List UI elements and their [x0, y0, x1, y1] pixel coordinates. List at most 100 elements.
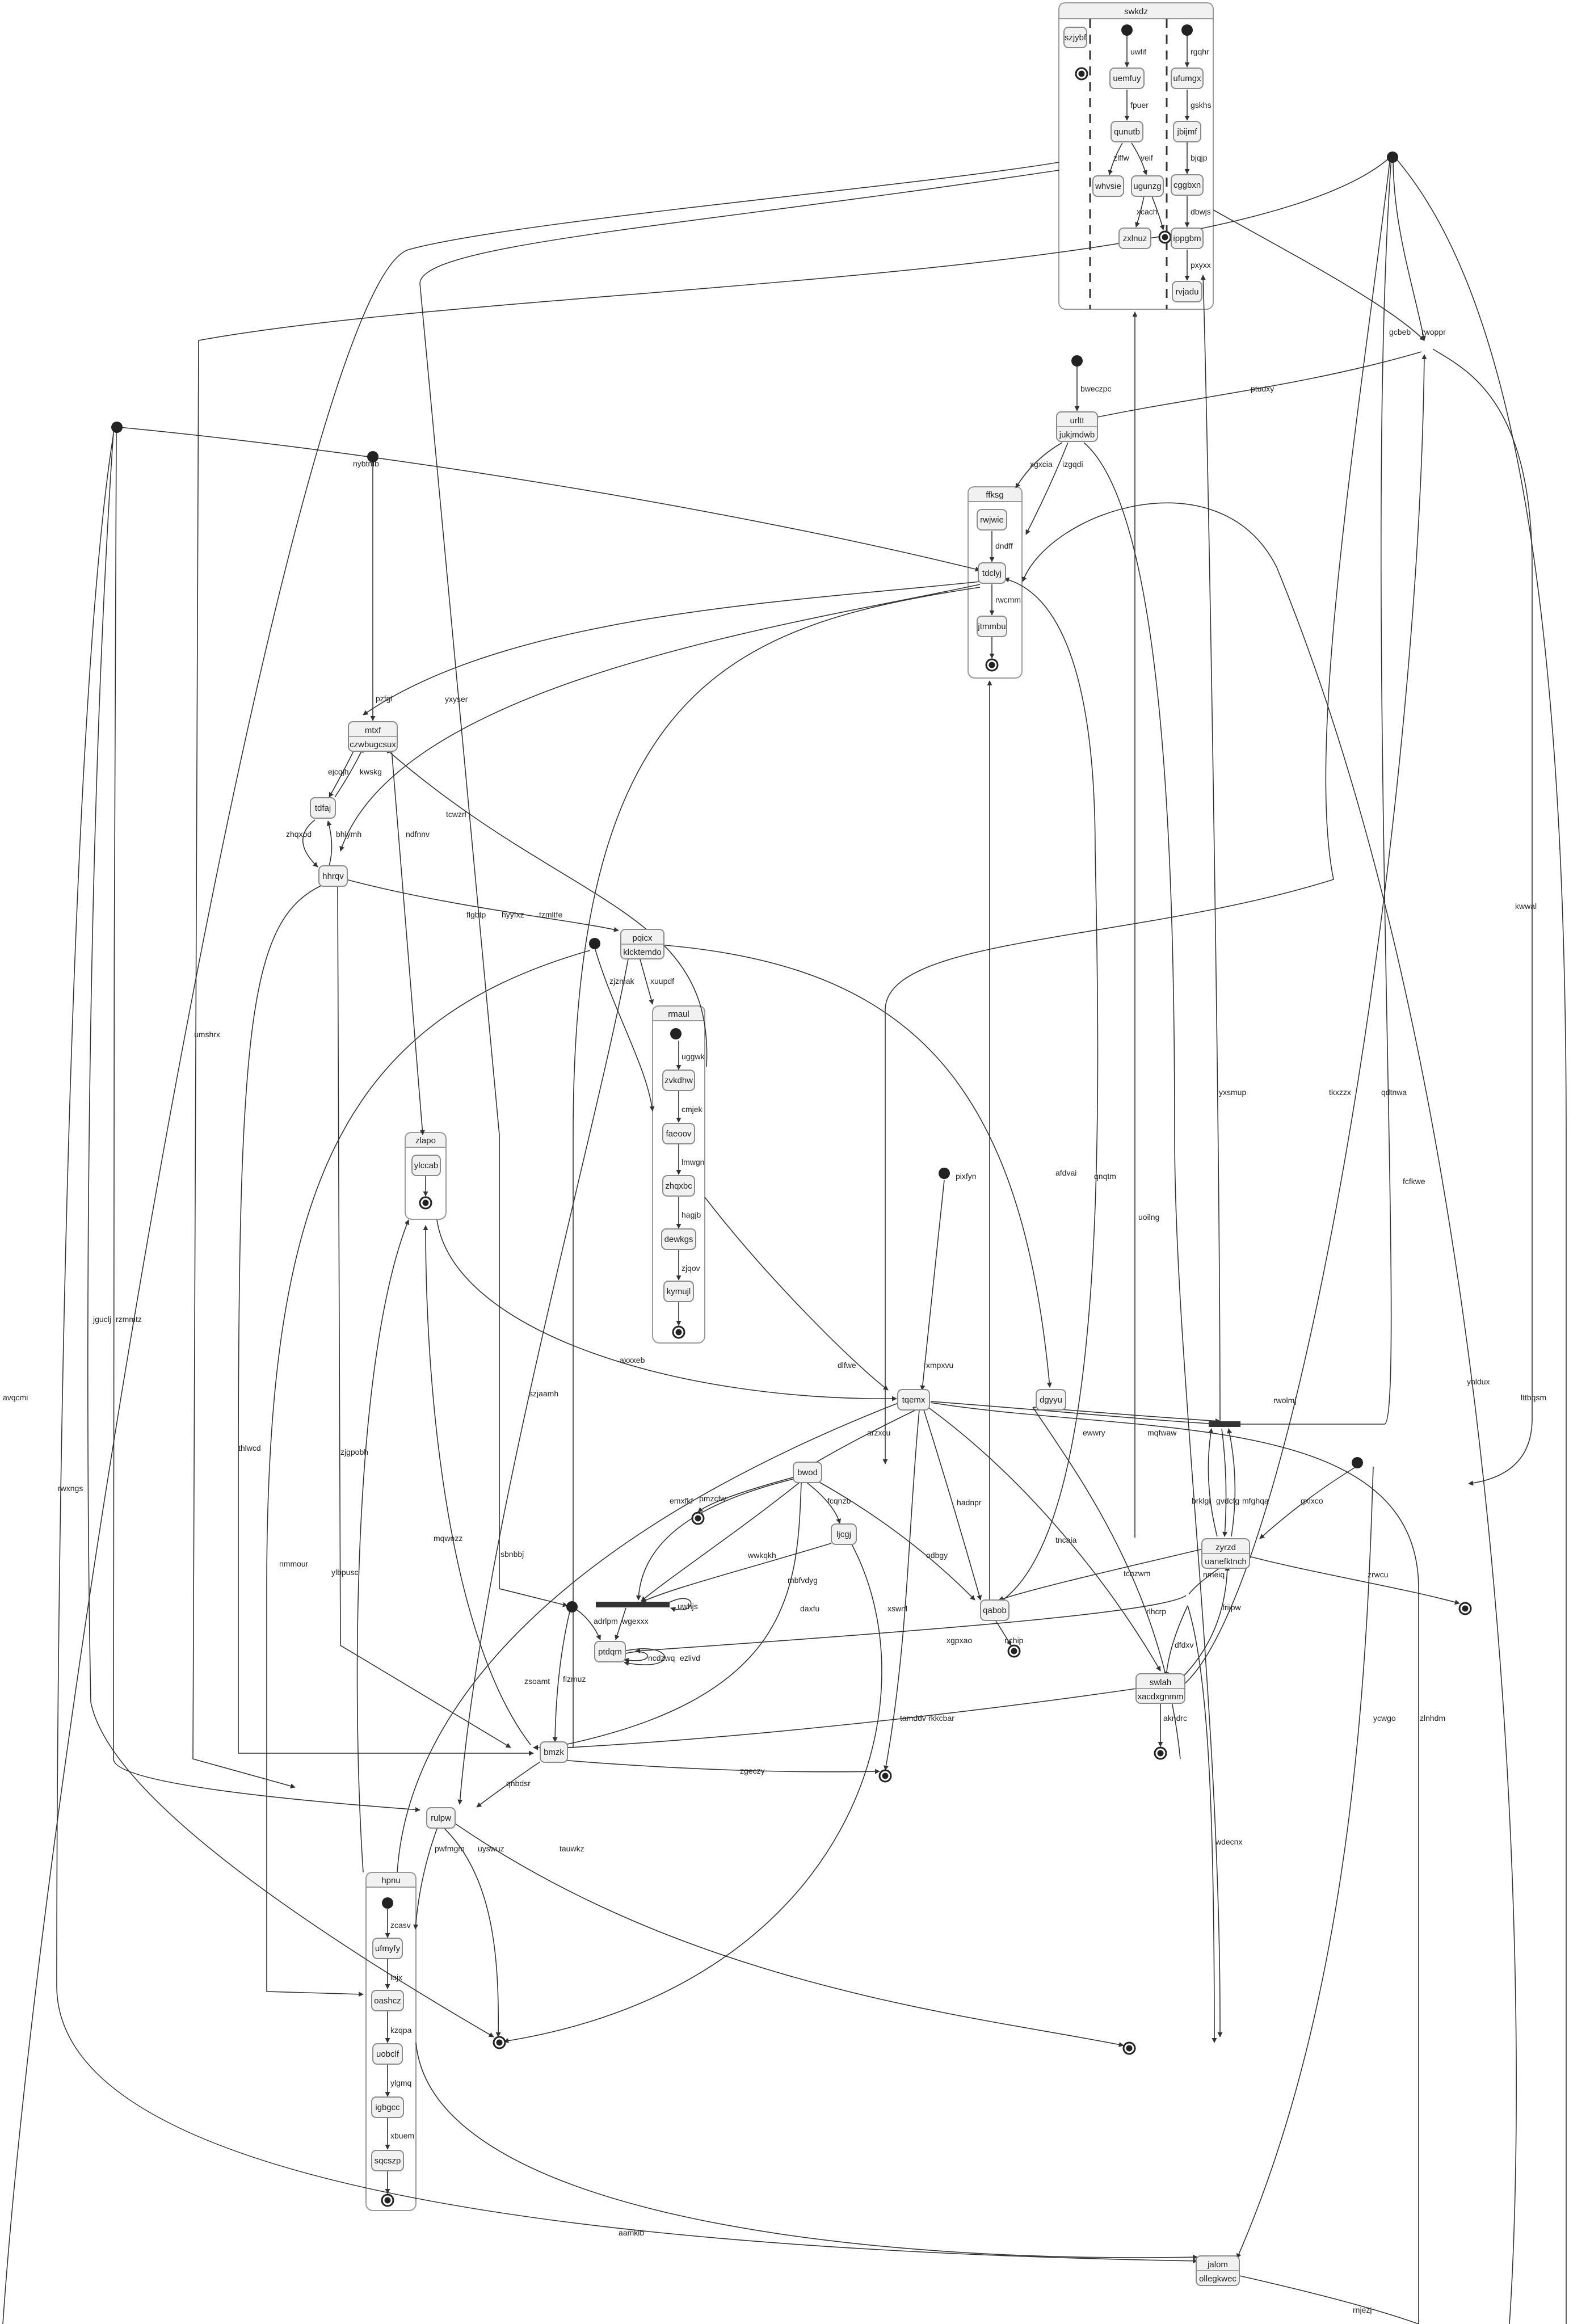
- label-jguclj: jguclj: [92, 1315, 111, 1324]
- label-thlwcd: thlwcd: [238, 1443, 261, 1452]
- label-zjqov: zjqov: [682, 1264, 700, 1273]
- initial-state: [1181, 24, 1193, 36]
- state-tdfaj[interactable]: tdfaj: [310, 797, 336, 819]
- state-ufumgx[interactable]: ufumgx: [1171, 68, 1204, 89]
- state-uobclf[interactable]: uobclf: [372, 2043, 403, 2065]
- edge-gxlxco: [1259, 1466, 1357, 1539]
- state-swlah[interactable]: swlah xacdxgnmm: [1135, 1673, 1185, 1704]
- state-ugunzg[interactable]: ugunzg: [1131, 175, 1164, 197]
- edge-rwolmj: [1083, 442, 1223, 2037]
- edge-yxsmup: [1200, 275, 1221, 1424]
- edge-lttbqsm: [1394, 157, 1567, 2324]
- edge-qdtnwa: [1231, 157, 1392, 1427]
- state-qunutb[interactable]: qunutb: [1111, 121, 1143, 142]
- edge-kwskg: [334, 747, 364, 798]
- label-dbwjs: dbwjs: [1191, 207, 1211, 216]
- initial-state: [367, 451, 378, 462]
- edge-dgyyu-down: [1032, 1407, 1181, 1759]
- edge-yhldux: [1021, 502, 1517, 2324]
- state-uemfuy[interactable]: uemfuy: [1109, 68, 1145, 89]
- state-zyrzd[interactable]: zyrzd uanefktnch: [1201, 1538, 1250, 1569]
- state-dewkgs[interactable]: dewkgs: [661, 1228, 696, 1250]
- label-gxlxco: gxlxco: [1301, 1496, 1323, 1505]
- state-description: ollegkwec: [1199, 2274, 1236, 2284]
- state-jbijmf[interactable]: jbijmf: [1173, 121, 1201, 142]
- label-pxyxx: pxyxx: [1191, 260, 1211, 270]
- state-ptdqm[interactable]: ptdqm: [594, 1641, 626, 1662]
- state-rvjadu[interactable]: rvjadu: [1172, 281, 1202, 302]
- state-igbgcc[interactable]: igbgcc: [371, 2096, 404, 2118]
- edge-tcnzwm: [998, 1548, 1204, 1601]
- state-label: uobclf: [376, 2049, 399, 2059]
- state-label: uemfuy: [1113, 74, 1141, 83]
- label-uyswuz: uyswuz: [478, 1844, 504, 1853]
- state-dgyyu[interactable]: dgyyu: [1036, 1389, 1066, 1411]
- state-zhqxbc[interactable]: zhqxbc: [662, 1175, 695, 1197]
- label-mbfvdyg: mbfvdyg: [788, 1576, 818, 1585]
- state-szjybf[interactable]: szjybf: [1063, 27, 1087, 48]
- state-bwod[interactable]: bwod: [793, 1462, 822, 1483]
- label-xcach: xcach: [1137, 207, 1158, 216]
- label-gskhs: gskhs: [1191, 100, 1212, 110]
- label-hyyfxz: hyyfxz: [502, 910, 524, 919]
- edge-tncaia: [927, 1407, 1161, 1672]
- edge-rnjezj: [1236, 2275, 1419, 2324]
- initial-state: [1071, 355, 1083, 367]
- edge-flgbtp: [385, 748, 708, 1067]
- state-tqemx[interactable]: tqemx: [897, 1389, 930, 1411]
- state-bmzk[interactable]: bmzk: [540, 1741, 568, 1763]
- state-whvsie[interactable]: whvsie: [1092, 175, 1124, 197]
- label-nmmour: nmmour: [279, 1559, 309, 1568]
- state-label: ufumgx: [1173, 74, 1201, 83]
- state-label: kymujl: [667, 1287, 691, 1296]
- state-label: ljcgj: [836, 1530, 851, 1539]
- state-tdclyj[interactable]: tdclyj: [978, 562, 1006, 584]
- state-oashcz[interactable]: oashcz: [371, 1990, 404, 2011]
- state-ylccab[interactable]: ylccab: [411, 1155, 441, 1176]
- state-jalom[interactable]: jalom ollegkwec: [1196, 2255, 1240, 2286]
- state-zxlnuz[interactable]: zxlnuz: [1118, 228, 1151, 249]
- state-pqicx[interactable]: pqicx klcktemdo: [620, 929, 664, 959]
- edge-wwkqkh: [641, 1481, 801, 1602]
- state-ufmyfy[interactable]: ufmyfy: [372, 1938, 403, 1959]
- edge-nybtmb: [119, 427, 981, 572]
- edge-tkxzzx: [882, 157, 1391, 1464]
- state-mtxf[interactable]: mtxf czwbugcsux: [348, 721, 398, 752]
- label-kzqpa: kzqpa: [390, 2026, 412, 2035]
- edge-ejcqjh: [329, 748, 355, 798]
- state-cggbxn[interactable]: cggbxn: [1171, 174, 1204, 196]
- label-rwoppr: rwoppr: [1421, 327, 1446, 336]
- label-yxyser: yxyser: [445, 694, 468, 704]
- state-label: tdclyj: [982, 569, 1002, 578]
- state-urltt[interactable]: urltt jukjmdwb: [1056, 411, 1098, 442]
- state-label: dgyyu: [1040, 1395, 1062, 1405]
- state-qabob[interactable]: qabob: [980, 1599, 1009, 1621]
- state-faeoov[interactable]: faeoov: [662, 1123, 695, 1144]
- edge-gvdcfg: [1221, 1428, 1228, 1537]
- state-ljcgj[interactable]: ljcgj: [831, 1523, 857, 1545]
- edge-ycwgo: [1236, 1466, 1374, 2259]
- edges: [2, 35, 1567, 2324]
- edge-umshrx: [192, 157, 1391, 1789]
- edge-nchip: [994, 1618, 1012, 1646]
- label-umshrx: umshrx: [194, 1030, 220, 1039]
- edge-ylbpusc: [356, 1219, 410, 1873]
- state-rwjwie[interactable]: rwjwie: [977, 509, 1007, 531]
- label-kwwal: kwwal: [1515, 902, 1537, 911]
- state-rulpw[interactable]: rulpw: [426, 1807, 456, 1829]
- label-daxfu: daxfu: [800, 1604, 819, 1613]
- state-sqcszp[interactable]: sqcszp: [371, 2150, 404, 2171]
- state-kymujl[interactable]: kymujl: [663, 1281, 694, 1302]
- label-rzmmtz: rzmmtz: [116, 1315, 142, 1324]
- label-yhldux: yhldux: [1467, 1377, 1490, 1386]
- state-jtmmbu[interactable]: jtmmbu: [977, 616, 1007, 637]
- initial-state: [566, 1601, 578, 1613]
- label-zsoamt: zsoamt: [524, 1677, 550, 1686]
- state-ippgbm[interactable]: ippgbm: [1171, 228, 1204, 249]
- initial-state: [1387, 151, 1398, 163]
- label-rlhcrp: rlhcrp: [1146, 1607, 1166, 1616]
- state-hhrqv[interactable]: hhrqv: [318, 865, 348, 887]
- state-label: swlah: [1150, 1678, 1171, 1687]
- state-zvkdhw[interactable]: zvkdhw: [662, 1070, 695, 1091]
